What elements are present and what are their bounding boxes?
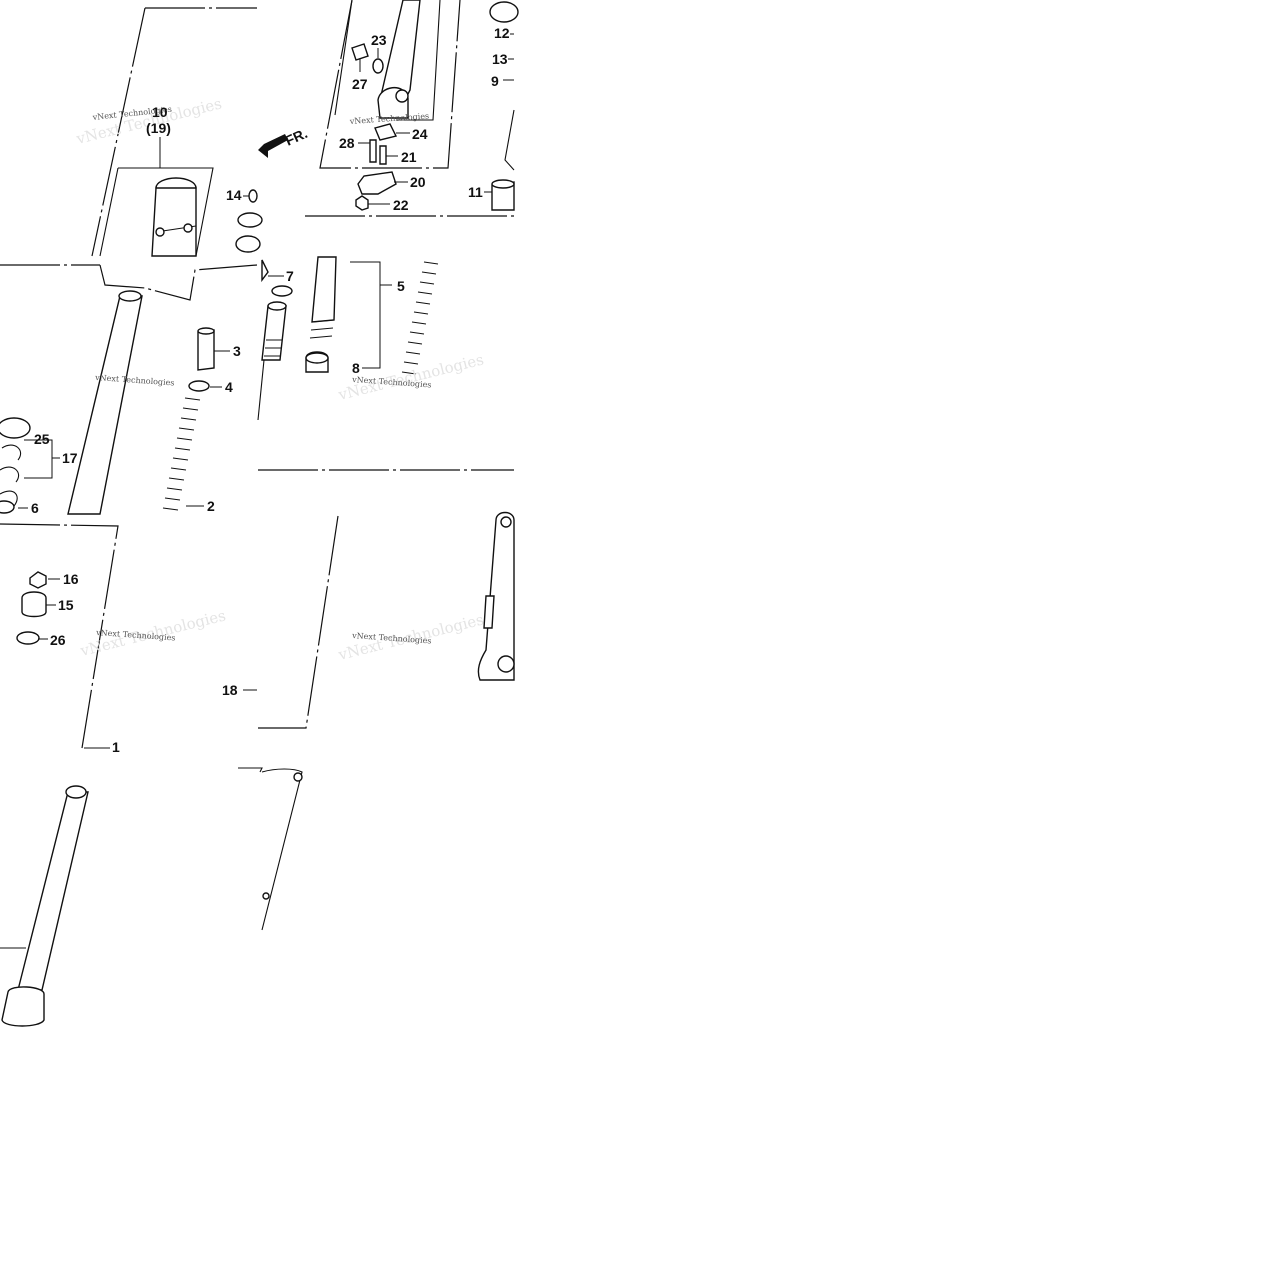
part-label-24: 24 xyxy=(412,126,428,142)
part-number-labels: 10 (19) 14 23 27 24 28 21 20 22 12 13 9 … xyxy=(31,25,510,755)
tile-lower-middle xyxy=(238,469,514,931)
part-label-23: 23 xyxy=(371,32,387,48)
part-label-2: 2 xyxy=(207,498,215,514)
part-label-16: 16 xyxy=(63,571,79,587)
part-label-20: 20 xyxy=(410,174,426,190)
part-label-22: 22 xyxy=(393,197,409,213)
part-label-14: 14 xyxy=(226,187,242,203)
part-label-7: 7 xyxy=(286,268,294,284)
part-label-4: 4 xyxy=(225,379,233,395)
part-label-25: 25 xyxy=(34,431,50,447)
part-label-17: 17 xyxy=(62,450,78,466)
part-label-8: 8 xyxy=(352,360,360,376)
part-label-10: 10 xyxy=(152,104,168,120)
part-label-27: 27 xyxy=(352,76,368,92)
spring-5 xyxy=(401,261,439,375)
part-label-3: 3 xyxy=(233,343,241,359)
part-label-11: 11 xyxy=(468,184,483,200)
part-label-15: 15 xyxy=(58,597,74,613)
tile-lower-left xyxy=(0,523,119,1027)
tile-lower-right xyxy=(477,511,515,681)
spring-2 xyxy=(162,397,201,511)
part-label-6: 6 xyxy=(31,500,39,516)
tile-upper-left xyxy=(91,7,263,257)
part-label-13: 13 xyxy=(492,51,508,67)
front-direction-arrow-icon xyxy=(258,134,288,158)
tile-upper-right xyxy=(484,1,519,211)
part-label-12: 12 xyxy=(494,25,510,41)
part-label-19: (19) xyxy=(146,120,171,136)
part-label-21: 21 xyxy=(401,149,417,165)
part-label-28: 28 xyxy=(339,135,355,151)
front-direction-label: FR. xyxy=(283,125,310,149)
part-label-26: 26 xyxy=(50,632,66,648)
tile-center xyxy=(257,256,439,421)
tile-upper-middle xyxy=(258,0,514,217)
part-label-9: 9 xyxy=(491,73,499,89)
part-label-1: 1 xyxy=(112,739,120,755)
tile-middle-left xyxy=(0,264,258,515)
part-label-18: 18 xyxy=(222,682,238,698)
part-label-5: 5 xyxy=(397,278,405,294)
